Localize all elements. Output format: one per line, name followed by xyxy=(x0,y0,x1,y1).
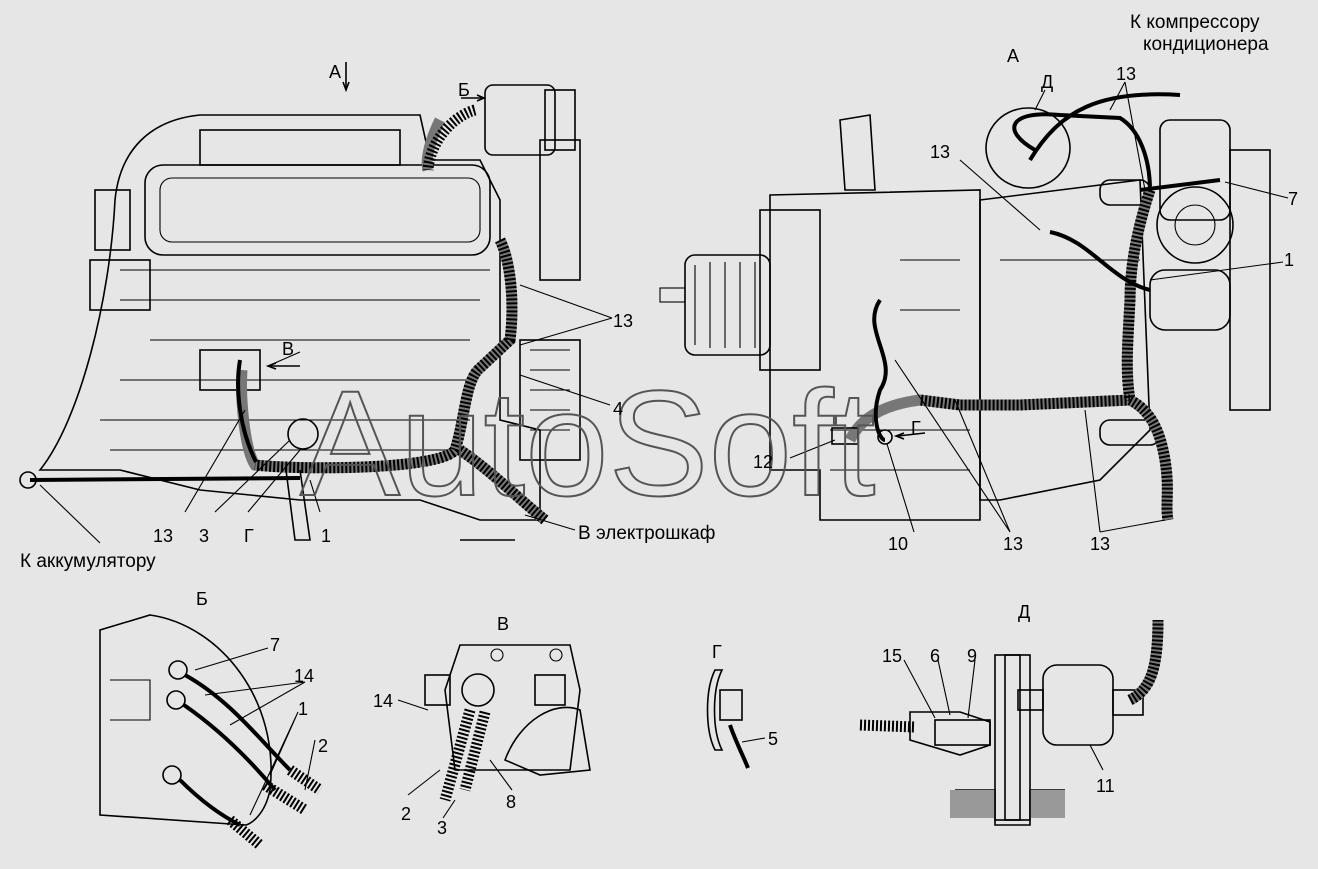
detail-v-callout-2: 2 xyxy=(401,804,411,824)
callout-13-right-bottom-a: 13 xyxy=(1003,534,1023,554)
detail-v-callout-8: 8 xyxy=(506,792,516,812)
detail-v-title: В xyxy=(497,614,509,634)
callout-g-left: Г xyxy=(244,526,254,546)
detail-b-title: Б xyxy=(196,589,208,609)
detail-v xyxy=(397,644,591,819)
to-compressor-label-1: К компрессору xyxy=(1130,12,1260,33)
view-a-left: А xyxy=(329,62,341,82)
callout-13-middle: 13 xyxy=(613,311,633,331)
detail-b-callout-1: 1 xyxy=(298,699,308,719)
detail-b-callout-7: 7 xyxy=(270,635,280,655)
detail-g-title: Г xyxy=(712,642,722,662)
callout-12: 12 xyxy=(753,452,773,472)
detail-b-callout-14: 14 xyxy=(294,666,314,686)
detail-d-callout-11: 11 xyxy=(1096,776,1115,796)
callout-d-label: Д xyxy=(1041,72,1053,92)
arrow-g-label: Г xyxy=(911,418,921,438)
detail-v-callout-14: 14 xyxy=(373,691,393,711)
detail-d-callout-9: 9 xyxy=(967,646,977,666)
detail-d-callout-6: 6 xyxy=(930,646,940,666)
detail-d-title: Д xyxy=(1018,602,1030,622)
detail-b xyxy=(99,614,324,850)
detail-d xyxy=(859,619,1164,826)
detail-v-callout-3: 3 xyxy=(437,818,447,838)
view-a-right: А xyxy=(1007,46,1019,66)
detail-b-callout-2: 2 xyxy=(318,736,328,756)
callout-13-right-bottom-b: 13 xyxy=(1090,534,1110,554)
callout-7-right: 7 xyxy=(1288,189,1298,209)
callout-13-right-upper: 13 xyxy=(930,142,950,162)
detail-g xyxy=(706,669,766,769)
arrow-v-label: В xyxy=(282,339,294,359)
to-battery-label: К аккумулятору xyxy=(20,551,156,572)
left-engine-view xyxy=(19,62,613,544)
to-compressor-label-2: кондиционера xyxy=(1143,34,1269,55)
arrow-b-label: Б xyxy=(458,80,470,100)
callout-3-left: 3 xyxy=(199,526,209,546)
labels: А А Б В Г Д 13 4 13 3 Г 1 К аккумулятору… xyxy=(20,12,1298,838)
callout-4: 4 xyxy=(613,399,623,419)
callout-13-bottom-left: 13 xyxy=(153,526,173,546)
to-cabinet-label: В электрошкаф xyxy=(578,523,715,544)
right-engine-view xyxy=(659,81,1289,533)
detail-d-callout-15: 15 xyxy=(882,646,902,666)
callout-1-right: 1 xyxy=(1284,250,1294,270)
terminal-1 xyxy=(168,660,292,772)
watermark: AutoSoft xyxy=(300,359,875,527)
callout-13-top: 13 xyxy=(1116,64,1136,84)
callout-10: 10 xyxy=(888,534,908,554)
callout-1-left: 1 xyxy=(321,526,331,546)
detail-g-callout-5: 5 xyxy=(768,729,778,749)
